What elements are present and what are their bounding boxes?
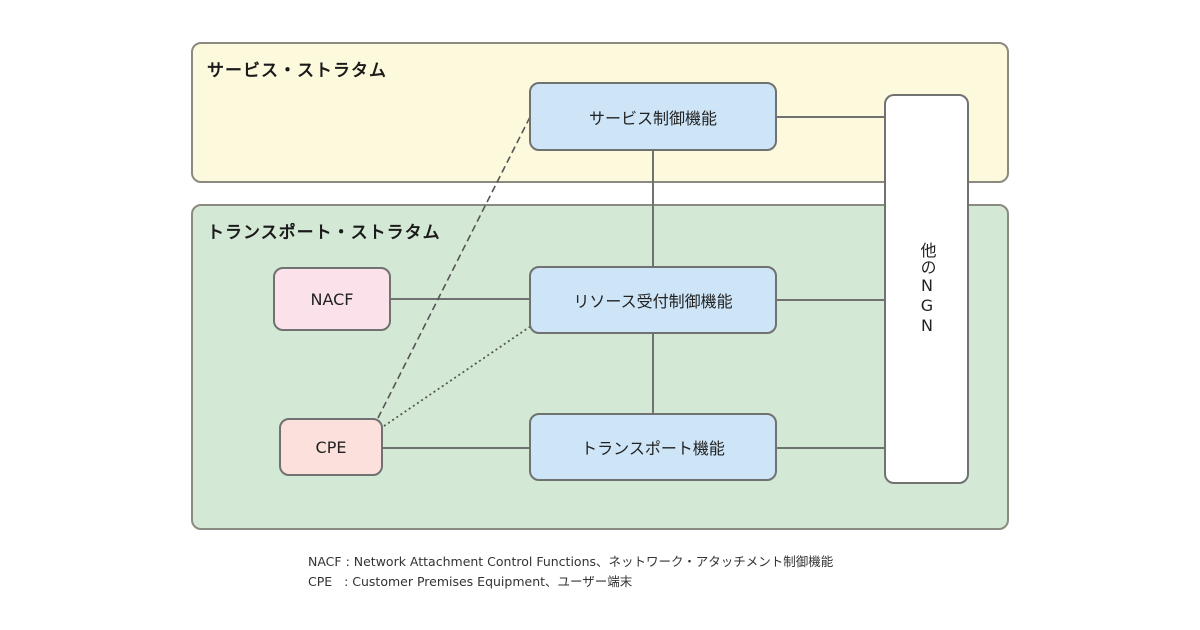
edge-cpe-to-service-dashed	[377, 114, 532, 419]
cpe-box: CPE	[279, 418, 383, 476]
transport-stratum-title: トランスポート・ストラタム	[207, 223, 441, 243]
other-ngn-box: 他のNGN	[884, 94, 969, 484]
edge-cpe-to-resource-dotted	[383, 325, 532, 427]
service-control-function-box: サービス制御機能	[529, 82, 777, 151]
transport-function-box: トランスポート機能	[529, 413, 777, 481]
service-stratum: サービス・ストラタム	[191, 42, 1009, 183]
service-stratum-title: サービス・ストラタム	[207, 61, 387, 81]
resource-admission-control-function-box: リソース受付制御機能	[529, 266, 777, 334]
legend-nacf: NACF : Network Attachment Control Functi…	[308, 554, 834, 569]
legend-cpe: CPE : Customer Premises Equipment、ユーザー端末	[308, 574, 633, 589]
nacf-box: NACF	[273, 267, 391, 331]
